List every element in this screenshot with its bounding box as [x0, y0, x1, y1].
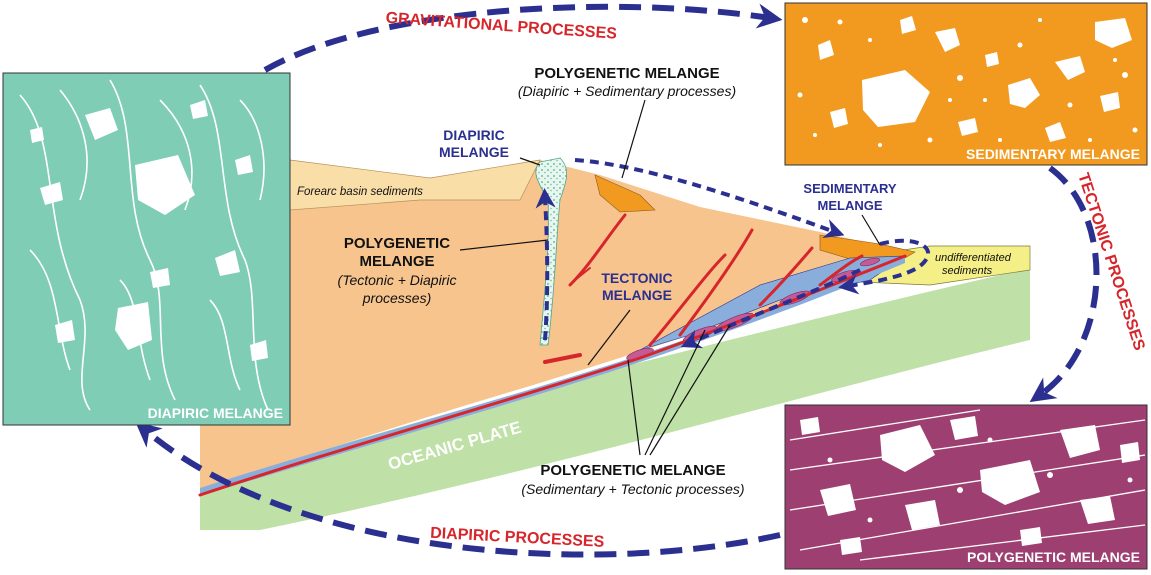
- sedimentary-melange-label-1: SEDIMENTARY: [803, 181, 897, 196]
- decollement-band: [200, 257, 905, 496]
- diapiric-processes-label: DIAPIRIC PROCESSES: [430, 525, 605, 551]
- outer-process-arrows: [135, 3, 1100, 558]
- poly-top-subtitle: (Diapiric + Sedimentary processes): [518, 83, 736, 99]
- sedimentary-melange-label-2: MELANGE: [818, 198, 883, 213]
- diapiric-melange-label-2: MELANGE: [439, 144, 509, 160]
- polygenetic-melange-panel-label: POLYGENETIC MELANGE: [967, 549, 1140, 565]
- tectonic-processes-label: TECTONIC PROCESSES: [1074, 171, 1148, 353]
- poly-mid-label-3: (Tectonic + Diapiric: [338, 272, 457, 288]
- diapiric-melange-label-1: DIAPIRIC: [443, 127, 504, 143]
- poly-top-title: POLYGENETIC MELANGE: [534, 65, 719, 82]
- diapiric-process-arrow: [135, 421, 781, 558]
- poly-mid-label-2: MELANGE: [360, 253, 435, 270]
- poly-bottom-title: POLYGENETIC MELANGE: [540, 462, 725, 479]
- oceanic-plate: [200, 268, 1030, 530]
- diapiric-melange-panel: [2, 72, 291, 426]
- poly-mid-label-4: processes): [362, 290, 431, 306]
- tectonic-melange-label-2: MELANGE: [602, 287, 672, 303]
- poly-mid-label-1: POLYGENETIC: [344, 235, 450, 252]
- diapir-body: [535, 157, 567, 346]
- forearc-basin-label: Forearc basin sediments: [297, 186, 423, 198]
- gravitational-processes-label: GRAVITATIONAL PROCESSES: [385, 10, 618, 43]
- gravitational-process-arrow: [263, 3, 783, 73]
- sedimentary-melange-panel: [784, 2, 1148, 166]
- diapiric-melange-panel-label: DIAPIRIC MELANGE: [148, 405, 283, 421]
- sedimentary-melange-panel-label: SEDIMENTARY MELANGE: [966, 146, 1140, 162]
- undifferentiated-label-2: sediments: [942, 265, 993, 277]
- polygenetic-melange-panel: [784, 404, 1148, 570]
- poly-bottom-subtitle: (Sedimentary + Tectonic processes): [521, 481, 744, 497]
- internal-process-arrows: [535, 158, 931, 349]
- undifferentiated-label-1: undifferentiated: [935, 252, 1012, 264]
- slope-sedimentary-melange: [594, 174, 656, 213]
- leader-lines: [459, 99, 881, 456]
- forearc-wedge: [200, 160, 905, 490]
- tectonic-melange-label-1: TECTONIC: [601, 270, 672, 286]
- cross-section: [198, 99, 1031, 530]
